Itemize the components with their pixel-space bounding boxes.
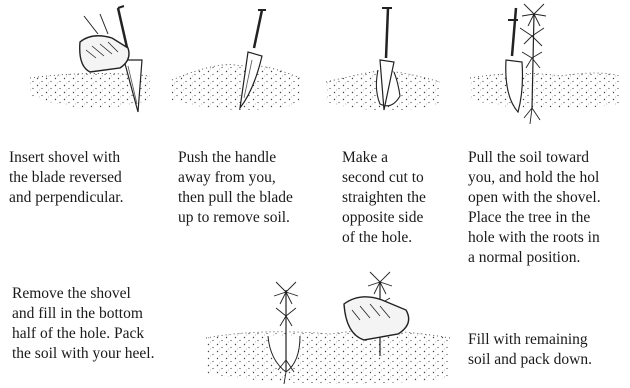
step3-line4: opposite side <box>342 208 426 228</box>
step4-caption: Pull the soil toward you, and hold the h… <box>468 148 630 268</box>
step2-illustration <box>172 10 300 110</box>
step1-caption: Insert shovel with the blade reversed an… <box>9 148 123 208</box>
step1-illustration <box>30 6 150 112</box>
step4-line4: Place the tree in the <box>468 208 630 228</box>
step6-line1: Fill with remaining <box>468 330 592 350</box>
step3-line1: Make a <box>342 148 426 168</box>
step5-line3: half of the hole. Pack <box>12 324 155 344</box>
step5-line4: the soil with your heel. <box>12 344 155 364</box>
step5-illustration <box>206 272 450 384</box>
step5-caption: Remove the shovel and fill in the bottom… <box>12 284 155 364</box>
step1-line2: the blade reversed <box>9 168 123 188</box>
step4-line5: hole with the roots in <box>468 228 630 248</box>
step3-caption: Make a second cut to straighten the oppo… <box>342 148 426 248</box>
step3-line5: of the hole. <box>342 228 426 248</box>
step4-line3: open with the shovel. <box>468 188 630 208</box>
step1-line1: Insert shovel with <box>9 148 123 168</box>
step1-line3: and perpendicular. <box>9 188 123 208</box>
step6-caption: Fill with remaining soil and pack down. <box>468 330 592 370</box>
step4-line2: you, and hold the hol <box>468 168 630 188</box>
step6-line2: soil and pack down. <box>468 350 592 370</box>
step3-illustration <box>326 8 440 111</box>
step3-line2: second cut to <box>342 168 426 188</box>
step5-line2: and fill in the bottom <box>12 304 155 324</box>
step2-line4: up to remove soil. <box>178 208 293 228</box>
step4-line6: a normal position. <box>468 248 630 268</box>
step4-illustration <box>470 4 620 124</box>
step2-caption: Push the handle away from you, then pull… <box>178 148 293 228</box>
step2-line2: away from you, <box>178 168 293 188</box>
step2-line3: then pull the blade <box>178 188 293 208</box>
step4-line1: Pull the soil toward <box>468 148 630 168</box>
step3-line3: straighten the <box>342 188 426 208</box>
step5-line1: Remove the shovel <box>12 284 155 304</box>
step2-line1: Push the handle <box>178 148 293 168</box>
